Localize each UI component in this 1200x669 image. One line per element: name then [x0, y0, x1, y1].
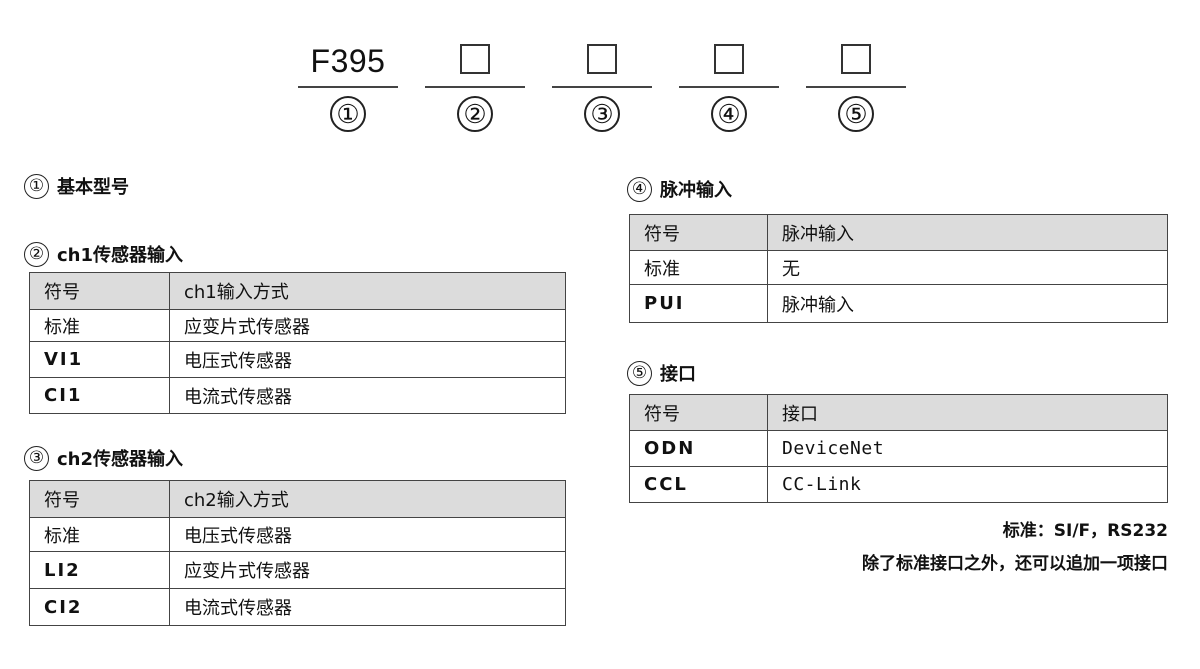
row-desc: 脉冲输入 [767, 284, 1168, 323]
column-header: 符号 [29, 480, 170, 518]
row-code: ODN [629, 430, 768, 467]
row-code: CI2 [29, 588, 170, 626]
table-header-row: 符号 接口 [629, 394, 1168, 431]
model-code-slot-3: ③ [552, 38, 652, 132]
section-3-heading: ③ ch2传感器输入 [24, 445, 183, 471]
position-marker-5: ⑤ [838, 96, 874, 132]
model-code-slot-5: ⑤ [806, 38, 906, 132]
position-marker-1: ① [330, 96, 366, 132]
row-desc: CC-Link [767, 466, 1168, 503]
column-header: ch2输入方式 [169, 480, 566, 518]
interface-table: 符号 接口 ODN DeviceNet CCL CC-Link [629, 394, 1168, 503]
section-title: 基本型号 [57, 177, 129, 198]
row-desc: DeviceNet [767, 430, 1168, 467]
column-header: 脉冲输入 [767, 214, 1168, 251]
row-code: 标准 [29, 517, 170, 552]
column-header: 符号 [629, 394, 768, 431]
column-header: 符号 [629, 214, 768, 251]
additional-interface-note: 除了标准接口之外，还可以追加一项接口 [862, 554, 1168, 574]
code-underline [425, 86, 525, 88]
pulse-input-table: 符号 脉冲输入 标准 无 PUI 脉冲输入 [629, 214, 1168, 323]
section-title: ch1传感器输入 [57, 245, 184, 266]
table-row: CI2 电流式传感器 [29, 588, 566, 626]
row-code: 标准 [629, 250, 768, 285]
standard-interface-note: 标准：SI/F，RS232 [1002, 521, 1168, 541]
ch2-input-table: 符号 ch2输入方式 标准 电压式传感器 LI2 应变片式传感器 CI2 电流式… [29, 480, 566, 626]
row-code: 标准 [29, 309, 170, 342]
row-code: CI1 [29, 377, 170, 414]
row-code: PUI [629, 284, 768, 323]
row-code: LI2 [29, 551, 170, 589]
row-desc: 电流式传感器 [169, 588, 566, 626]
position-marker-3: ③ [584, 96, 620, 132]
column-header: 接口 [767, 394, 1168, 431]
table-row: LI2 应变片式传感器 [29, 551, 566, 589]
model-code-slot-2: ② [425, 38, 525, 132]
model-code-prefix-block: F395 ① [298, 38, 398, 132]
code-underline [806, 86, 906, 88]
table-row: 标准 电压式传感器 [29, 517, 566, 552]
table-header-row: 符号 ch2输入方式 [29, 480, 566, 518]
row-desc: 无 [767, 250, 1168, 285]
section-title: 脉冲输入 [660, 180, 732, 201]
table-row: 标准 应变片式传感器 [29, 309, 566, 342]
position-marker-4: ④ [711, 96, 747, 132]
table-header-row: 符号 脉冲输入 [629, 214, 1168, 251]
table-row: CI1 电流式传感器 [29, 377, 566, 414]
row-desc: 应变片式传感器 [169, 551, 566, 589]
section-5-heading: ⑤ 接口 [627, 360, 696, 386]
table-row: VI1 电压式传感器 [29, 341, 566, 378]
section-title: ch2传感器输入 [57, 449, 184, 470]
section-1-heading: ① 基本型号 [24, 173, 129, 199]
section-number: ① [24, 173, 49, 199]
section-title: 接口 [660, 364, 696, 385]
section-number: ② [24, 241, 49, 267]
row-code: CCL [629, 466, 768, 503]
empty-slot-box [841, 44, 871, 74]
table-row: PUI 脉冲输入 [629, 284, 1168, 323]
table-row: ODN DeviceNet [629, 430, 1168, 467]
table-row: CCL CC-Link [629, 466, 1168, 503]
model-code-prefix: F395 [310, 43, 386, 79]
row-desc: 应变片式传感器 [169, 309, 566, 342]
column-header: ch1输入方式 [169, 272, 566, 310]
column-header: 符号 [29, 272, 170, 310]
empty-slot-box [460, 44, 490, 74]
section-number: ④ [627, 176, 652, 202]
model-code-slot-4: ④ [679, 38, 779, 132]
section-4-heading: ④ 脉冲输入 [627, 176, 732, 202]
position-marker-2: ② [457, 96, 493, 132]
code-underline [298, 86, 398, 88]
empty-slot-box [714, 44, 744, 74]
row-code: VI1 [29, 341, 170, 378]
table-row: 标准 无 [629, 250, 1168, 285]
ch1-input-table: 符号 ch1输入方式 标准 应变片式传感器 VI1 电压式传感器 CI1 电流式… [29, 272, 566, 414]
table-header-row: 符号 ch1输入方式 [29, 272, 566, 310]
code-underline [552, 86, 652, 88]
row-desc: 电压式传感器 [169, 341, 566, 378]
row-desc: 电流式传感器 [169, 377, 566, 414]
row-desc: 电压式传感器 [169, 517, 566, 552]
empty-slot-box [587, 44, 617, 74]
code-underline [679, 86, 779, 88]
section-number: ③ [24, 445, 49, 471]
section-number: ⑤ [627, 360, 652, 386]
section-2-heading: ② ch1传感器输入 [24, 241, 183, 267]
